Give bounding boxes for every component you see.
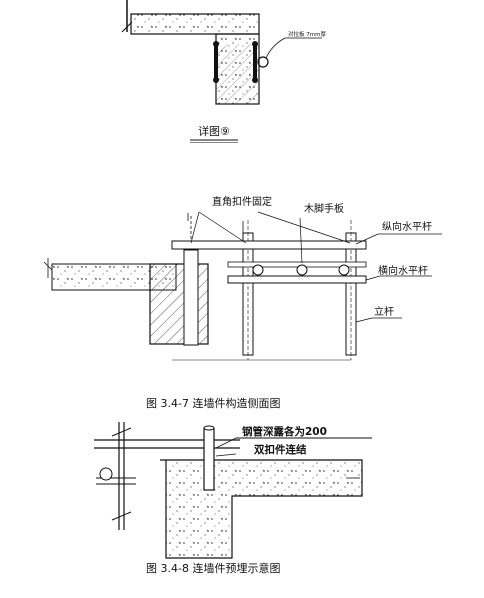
longitudinal-bar-section (338, 264, 350, 276)
break-mark (111, 511, 132, 521)
leader-line (215, 453, 237, 457)
figure-3-4-8: 钢管深露各为200 双扣件连结 图 3.4-8 连墙件预埋示意图 (94, 422, 372, 575)
leader-line (355, 317, 373, 323)
leader-line (355, 233, 379, 245)
concrete-slab-beam (160, 459, 363, 559)
label-right-angle-clamp: 直角扣件固定 (212, 195, 272, 208)
beam-hatch (216, 44, 259, 104)
transverse-horizontal-bar (227, 275, 367, 284)
label-vertical-pole: 立杆 (374, 305, 394, 318)
detail-9-title: 详图⑨ (198, 124, 230, 138)
detail-9-callout: 对拉板 7mm厚 (288, 30, 326, 38)
figure-3-4-8-caption: 图 3.4-8 连墙件预埋示意图 (146, 561, 280, 575)
label-double-clamp: 双扣件连结 (253, 443, 307, 456)
longitudinal-bar-section (252, 264, 264, 276)
label-steel-pipe-exposed: 钢管深露各为200 (242, 425, 327, 438)
break-mark (121, 21, 133, 33)
embedded-pipe (203, 427, 215, 491)
break-mark (111, 427, 132, 437)
clamp-circle (99, 467, 113, 481)
connecting-pole (183, 249, 199, 346)
wood-scaffold-board (227, 261, 367, 268)
label-wood-scaffold-board: 木脚手板 (304, 202, 344, 215)
bolt (252, 41, 258, 47)
pipe-top (203, 425, 215, 431)
clamp-plate-left (214, 42, 218, 82)
leader-line (257, 211, 351, 244)
bolt (213, 77, 219, 83)
longitudinal-bar-section (296, 264, 308, 276)
break-mark (43, 261, 53, 271)
slab-section (130, 13, 260, 35)
leader-line (190, 211, 200, 244)
figure-3-4-7: 直角扣件固定 木脚手板 纵向水平杆 横向水平杆 立杆 图 3.4-7 连墙件构造… (43, 195, 442, 410)
figure-3-4-7-caption: 图 3.4-7 连墙件构造侧面图 (146, 396, 280, 410)
leader-line (198, 211, 247, 244)
beam-outline (149, 263, 209, 345)
top-horizontal-bar (171, 240, 367, 250)
label-longitudinal-bar: 纵向水平杆 (382, 220, 432, 233)
beam-hatched (149, 263, 209, 345)
leader-line (299, 217, 303, 264)
leader-line (365, 275, 381, 281)
detail-9-drawing: 对拉板 7mm厚 详图⑨ (121, 0, 326, 143)
label-transverse-bar: 横向水平杆 (378, 264, 428, 277)
clamp-plate-right (253, 42, 257, 82)
bolt (252, 77, 258, 83)
leader-line (215, 437, 237, 449)
bolt (213, 41, 219, 47)
pipe-section (257, 56, 269, 68)
leader-line (265, 37, 322, 59)
